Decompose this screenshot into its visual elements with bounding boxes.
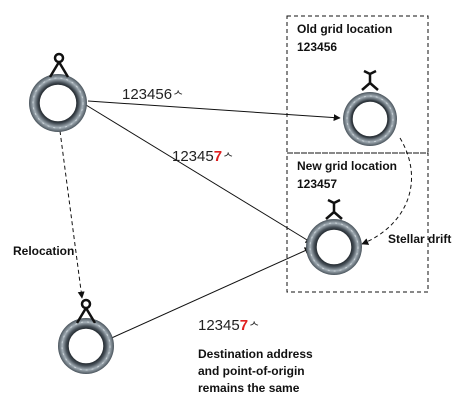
point-of-origin-glyph-icon [75,298,97,324]
new-grid-location-code: 123457 [297,177,338,191]
stargate-ring-icon [343,92,397,146]
new-grid-location-title: New grid location [297,159,398,173]
stargate-ring-icon [58,318,114,374]
path-origin-to-old-location [87,100,341,122]
point-of-origin-symbol-icon: ᄉ [249,321,260,333]
point-of-origin-symbol-icon: ᄉ [223,152,234,164]
new-grid-location-box [286,152,429,293]
address-label-relocated: 123457ᄉ [198,317,260,334]
stargate-ring-icon [29,74,87,132]
path-relocated-to-new-location [84,247,312,351]
old-grid-location-title: Old grid location [297,22,393,36]
destination-glyph-icon [325,198,343,220]
destination-glyph-icon [361,69,379,91]
point-of-origin-glyph-icon [48,52,70,78]
stellar-drift-arrow [361,137,413,245]
old-grid-location-code: 123456 [297,40,338,54]
relocation-arrow [59,130,85,299]
note-line-2: and point-of-origin [198,364,305,378]
old-grid-location-box [286,15,429,154]
changed-glyph: 7 [239,317,249,334]
address-label-old: 123456ᄉ [122,86,184,103]
path-origin-to-new-location [85,104,313,244]
note-line-1: Destination address [198,347,313,361]
address-label-new: 123457ᄉ [172,148,234,165]
relocation-label: Relocation [13,244,75,258]
point-of-origin-symbol-icon: ᄉ [173,90,184,102]
note-line-3: remains the same [198,381,300,395]
changed-glyph: 7 [213,148,223,165]
stellar-drift-label: Stellar drift [388,232,452,246]
stargate-ring-icon [306,219,362,275]
